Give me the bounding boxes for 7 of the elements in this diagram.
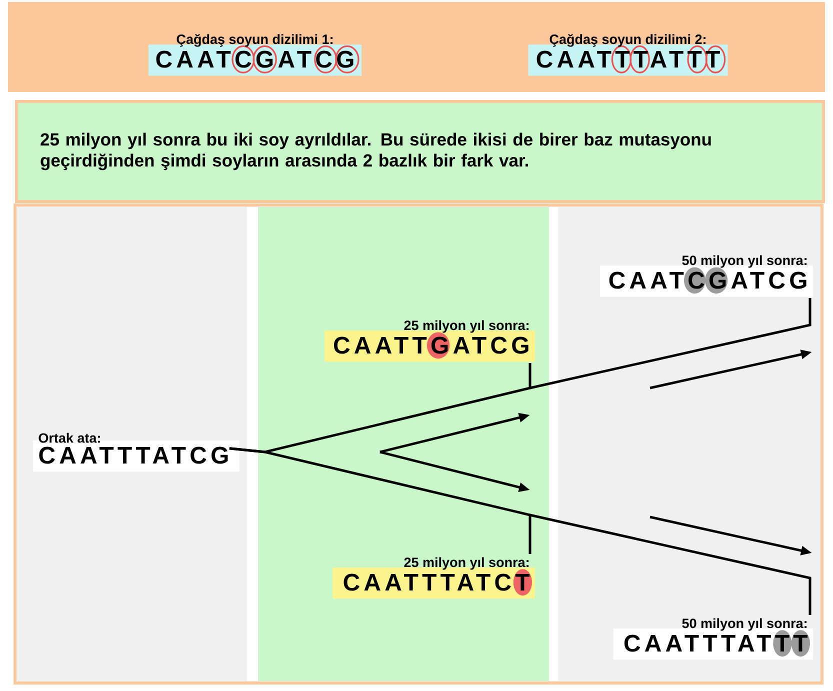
branch-line xyxy=(530,514,812,615)
sequence-label: 50 milyon yıl sonra: CAATTTATTT xyxy=(613,618,813,660)
sequence-label: 50 milyon yıl sonra: CAATCGATCG xyxy=(600,255,813,297)
sequence-label: Ortak ata: CAATTTATCG xyxy=(33,432,240,472)
branch-line xyxy=(229,447,532,554)
text-box: 25 milyon yıl sonra bu iki soy ayrıldılar. Bu sürede ikisi de birer baz mutasyonu geçirdiğinden şimdi soyların arasında 2 bazlık bir fark var. xyxy=(15,100,825,203)
branch-line xyxy=(530,298,812,390)
